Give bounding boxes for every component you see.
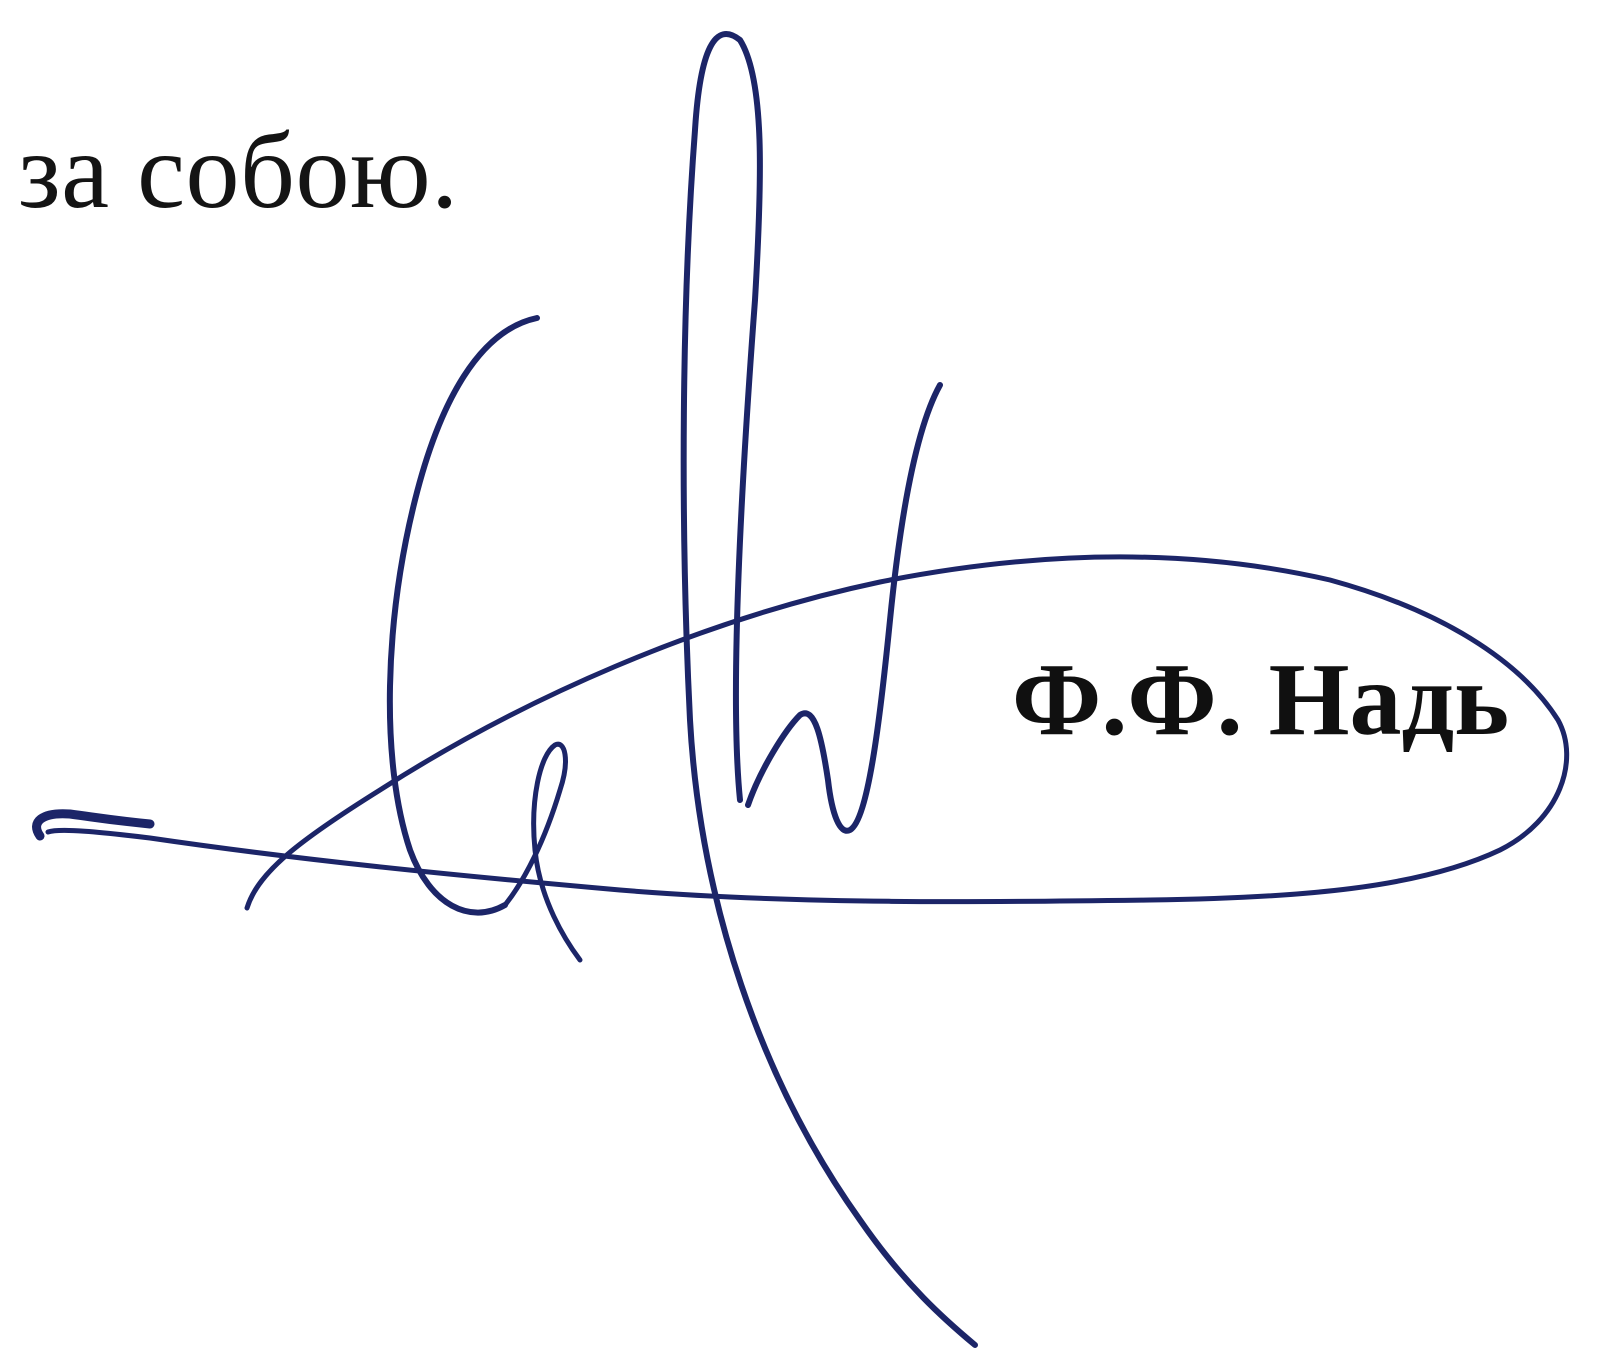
- signature-tall-loop: [680, 31, 978, 1348]
- signature-w-stroke: [745, 382, 943, 834]
- signature-e-stroke: [502, 741, 583, 963]
- body-text-line: за собою.: [18, 112, 459, 231]
- signature-start-hook: [32, 809, 155, 841]
- signature-c-stroke: [386, 315, 540, 916]
- signer-name: Ф.Ф. Надь: [1012, 642, 1510, 757]
